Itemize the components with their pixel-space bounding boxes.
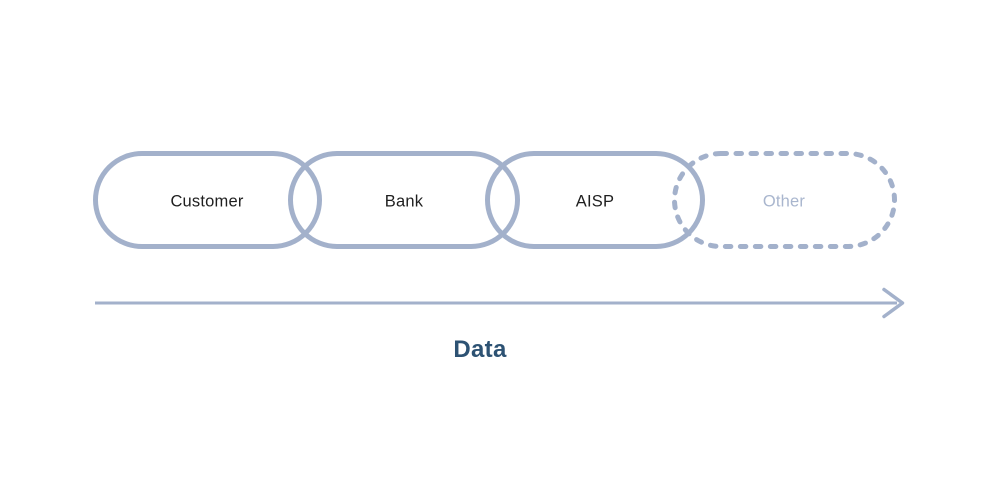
node-label-other: Other xyxy=(763,193,806,211)
node-shape-bank xyxy=(288,151,520,249)
node-label-customer: Customer xyxy=(170,193,243,211)
node-label-bank: Bank xyxy=(385,193,424,211)
arrow-head-icon xyxy=(882,287,905,319)
node-shape-aisp xyxy=(485,151,705,249)
flow-arrow xyxy=(95,287,905,319)
flow-title: Data xyxy=(453,336,507,363)
chain-links xyxy=(93,151,897,249)
node-shape-customer xyxy=(93,151,322,249)
node-label-aisp: AISP xyxy=(576,193,614,211)
node-shape-other xyxy=(672,151,897,249)
chain-link-labels: Customer Bank AISP Other xyxy=(170,193,805,211)
